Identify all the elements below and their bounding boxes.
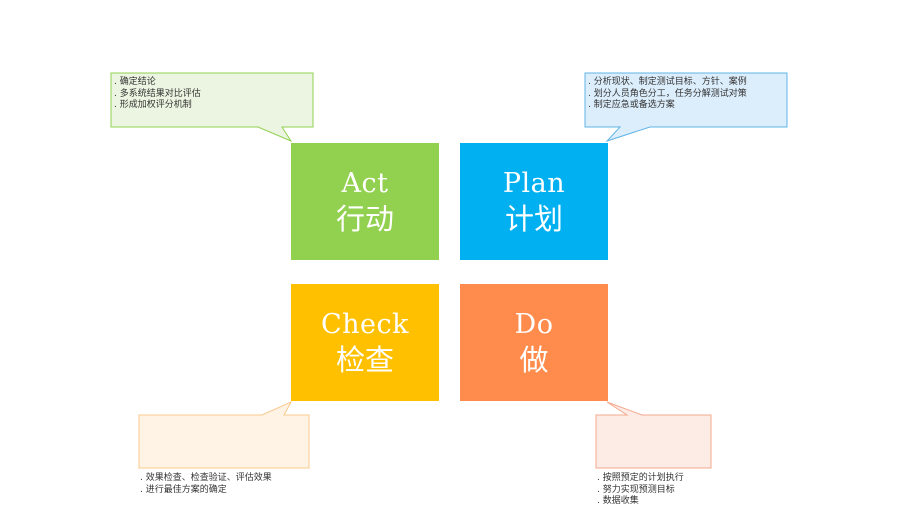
act-note-item: 形成加权评分机制 — [114, 100, 201, 112]
do-english-label: Do — [514, 308, 554, 340]
do-note-item: 按照预定的计划执行 — [597, 473, 684, 485]
plan-notes: 分析现状、制定测试目标、方针、案例 划分人员角色分工，任务分解测试对策 制定应急… — [588, 77, 747, 112]
plan-chinese-label: 计划 — [504, 201, 563, 236]
act-note-item: 多系统结果对比评估 — [114, 89, 201, 101]
act-notes: 确定结论 多系统结果对比评估 形成加权评分机制 — [114, 77, 201, 112]
act-note-item: 确定结论 — [114, 77, 201, 89]
act-english-label: Act — [341, 167, 389, 199]
check-note-item: 进行最佳方案的确定 — [140, 485, 272, 497]
plan-note-item: 划分人员角色分工，任务分解测试对策 — [588, 89, 747, 101]
check-quadrant: Check 检查 — [291, 284, 439, 401]
check-note-item: 效果检查、检查验证、评估效果 — [140, 473, 272, 485]
check-notes: 效果检查、检查验证、评估效果 进行最佳方案的确定 — [140, 473, 272, 496]
do-note-item: 数据收集 — [597, 496, 684, 508]
check-english-label: Check — [320, 308, 409, 340]
check-chinese-label: 检查 — [335, 342, 394, 377]
act-quadrant: Act 行动 — [291, 143, 439, 260]
plan-note-item: 分析现状、制定测试目标、方针、案例 — [588, 77, 747, 89]
plan-note-item: 制定应急或备选方案 — [588, 100, 747, 112]
act-chinese-label: 行动 — [335, 201, 394, 236]
plan-quadrant: Plan 计划 — [460, 143, 608, 260]
do-quadrant: Do 做 — [460, 284, 608, 401]
do-note-item: 努力实现预测目标 — [597, 485, 684, 497]
plan-english-label: Plan — [502, 167, 566, 199]
do-notes: 按照预定的计划执行 努力实现预测目标 数据收集 — [597, 473, 684, 508]
do-callout-bubble — [595, 401, 712, 469]
check-callout-bubble — [138, 400, 310, 469]
do-chinese-label: 做 — [519, 342, 549, 377]
